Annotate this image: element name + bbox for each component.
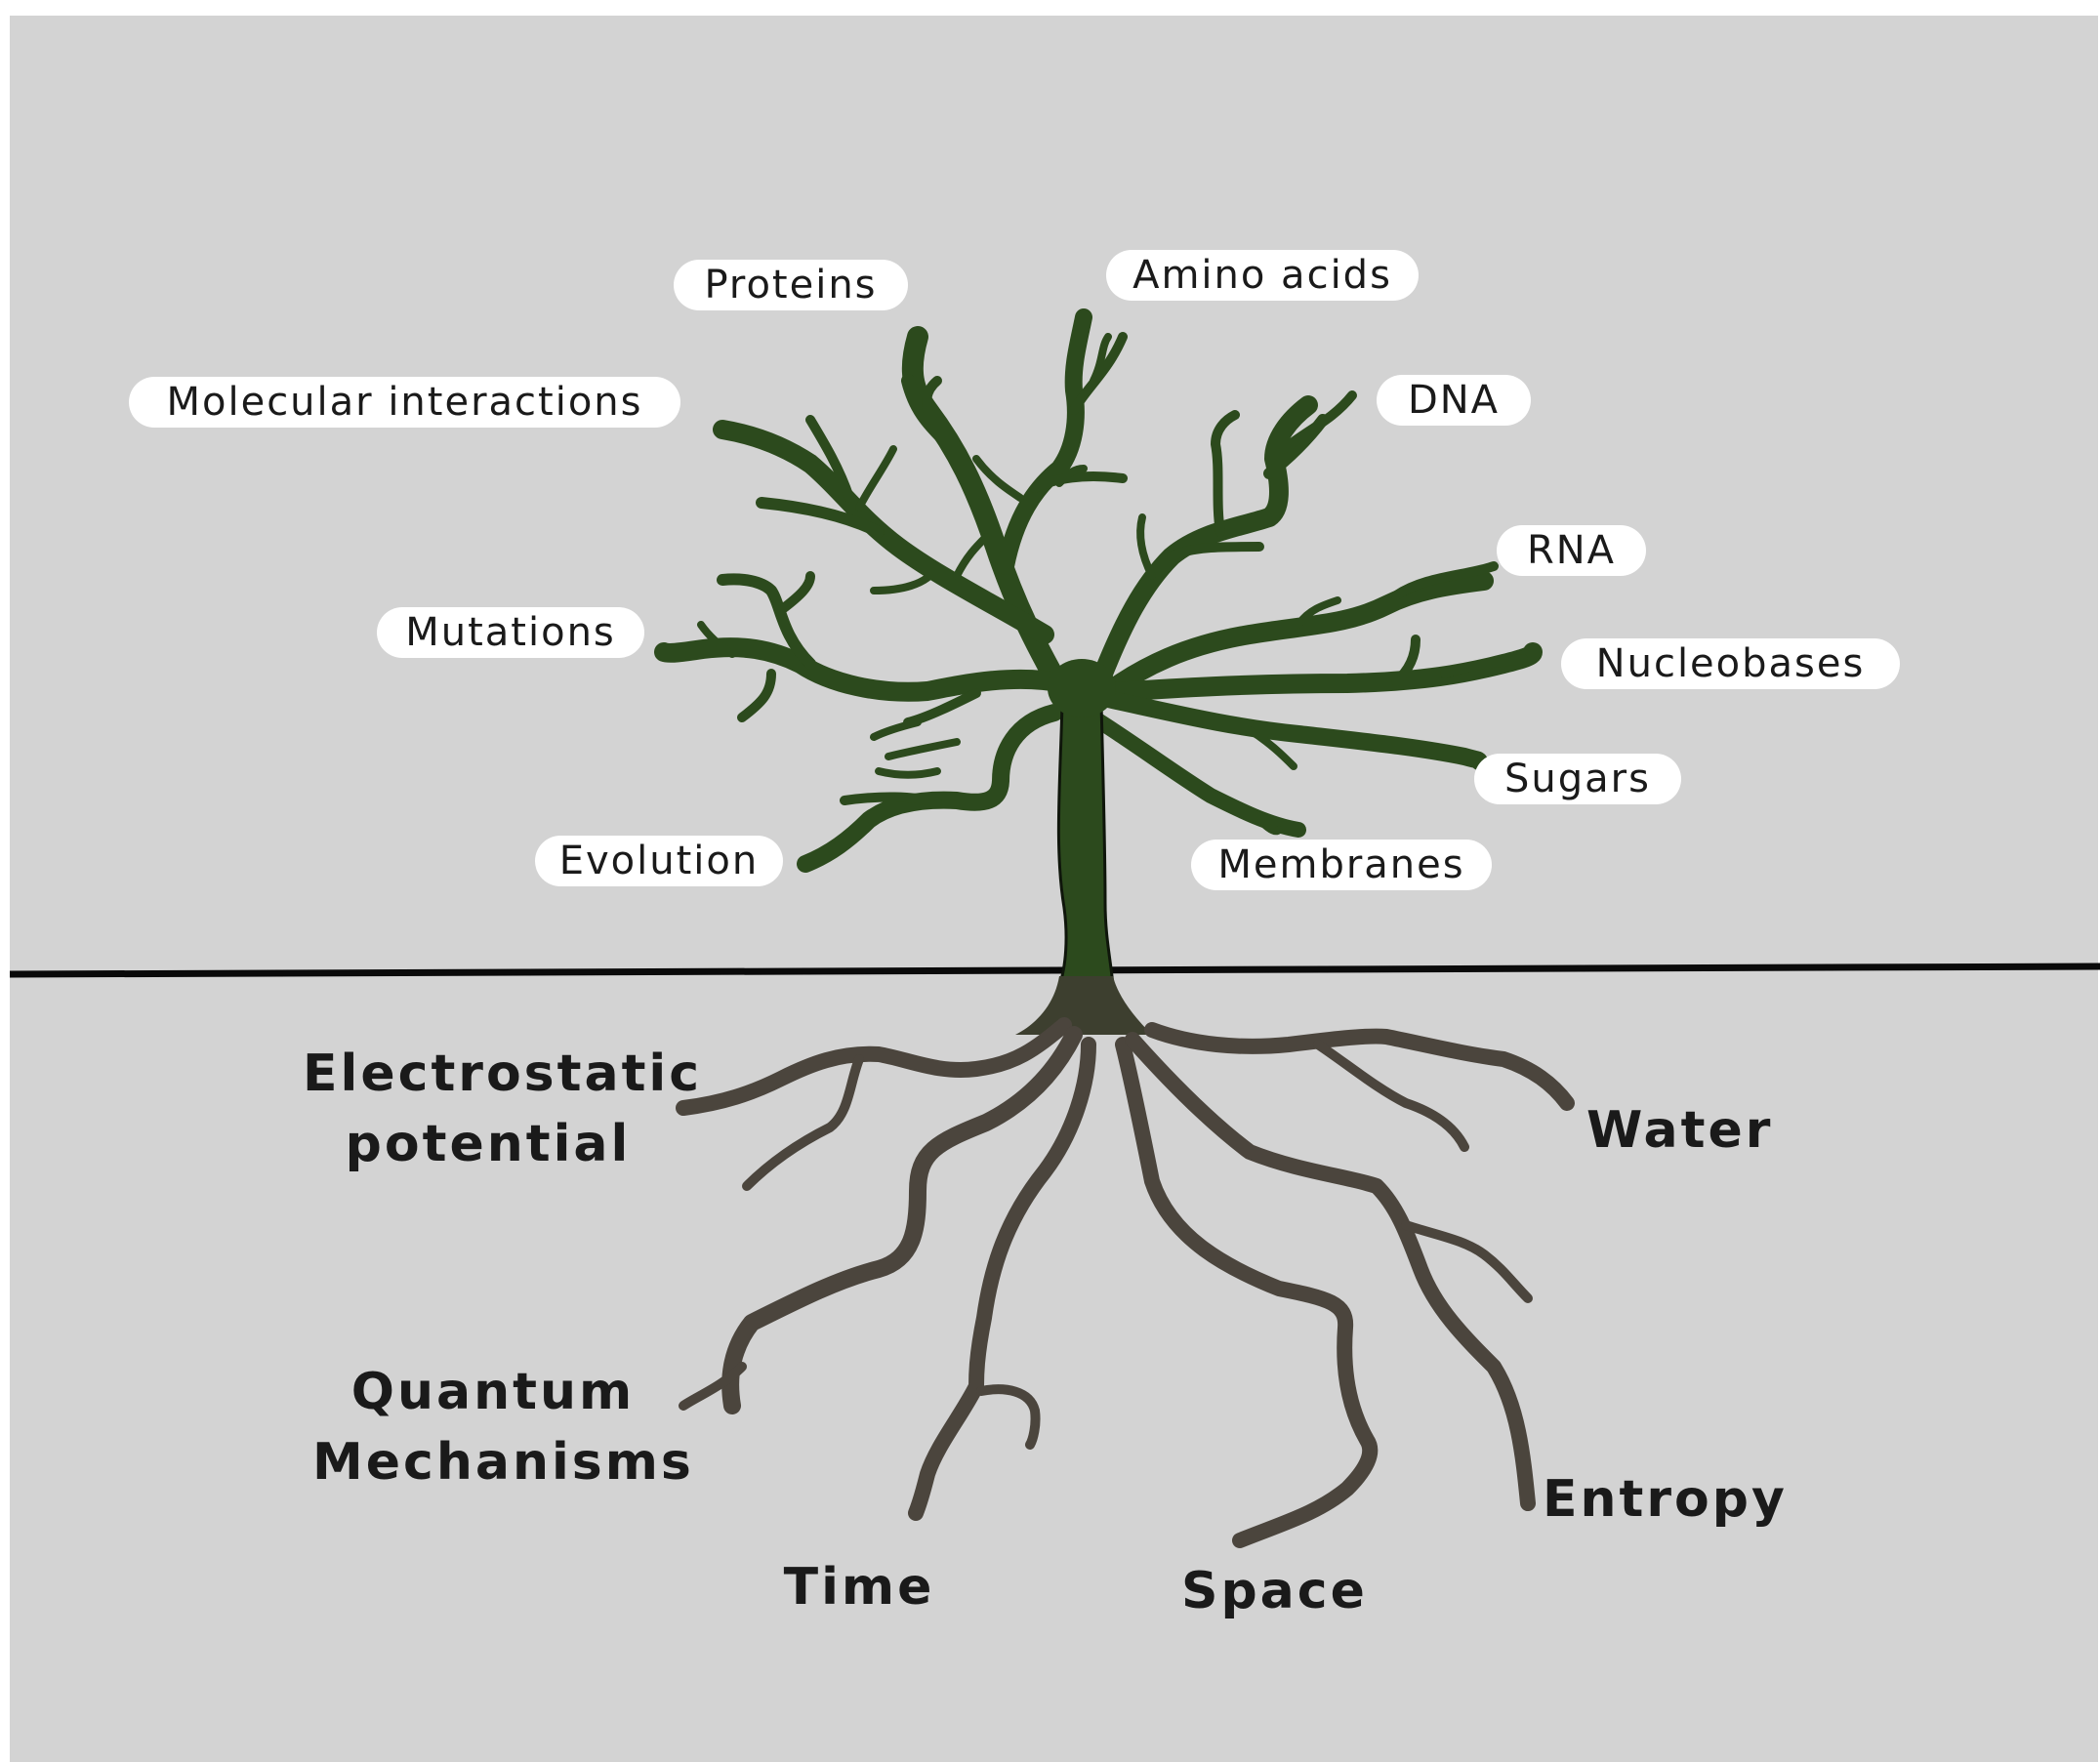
label-molecular-interactions: Molecular interactions — [129, 377, 680, 428]
label-time: Time — [783, 1558, 935, 1617]
ground-line — [9, 963, 2100, 978]
label-quantum-mechanisms: Quantum Mechanisms — [312, 1357, 694, 1497]
label-electrostatic-potential: Electrostatic potential — [303, 1039, 703, 1179]
label-space: Space — [1181, 1562, 1368, 1620]
label-rna: RNA — [1497, 525, 1646, 576]
label-proteins: Proteins — [674, 260, 908, 310]
label-electrostatic-line1: Electrostatic — [303, 1045, 703, 1103]
label-quantum-line1: Quantum — [350, 1363, 636, 1421]
diagram-background — [10, 16, 2098, 1762]
label-sugars: Sugars — [1474, 754, 1681, 804]
label-electrostatic-line2: potential — [345, 1115, 632, 1173]
label-dna: DNA — [1377, 375, 1531, 426]
label-water: Water — [1586, 1101, 1774, 1160]
label-quantum-line2: Mechanisms — [312, 1433, 694, 1492]
label-entropy: Entropy — [1543, 1470, 1788, 1529]
tree-roots — [676, 976, 1575, 1548]
label-membranes: Membranes — [1191, 840, 1492, 890]
tree-branches — [654, 308, 1543, 988]
label-evolution: Evolution — [535, 836, 783, 886]
label-nucleobases: Nucleobases — [1561, 638, 1900, 689]
label-amino-acids: Amino acids — [1106, 250, 1419, 301]
label-mutations: Mutations — [377, 607, 644, 658]
